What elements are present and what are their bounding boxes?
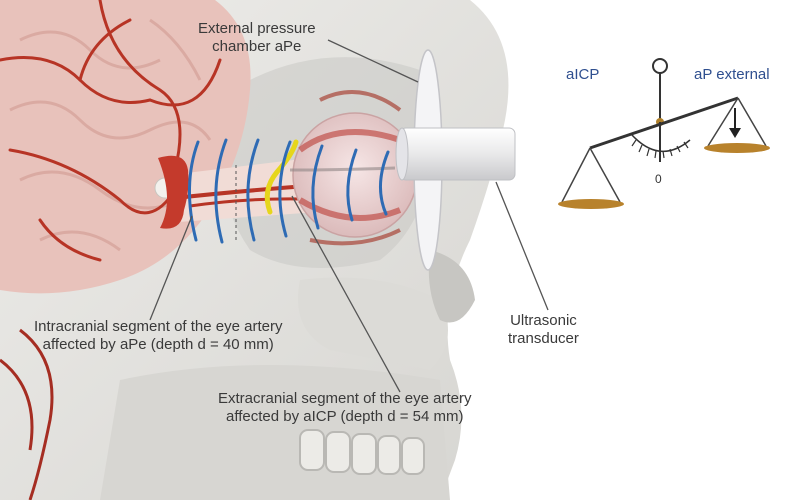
label-ultrasonic-transducer: Ultrasonic transducer [508,312,579,348]
label-line: affected by aICP (depth d = 54 mm) [218,408,471,426]
balance-right-label: aP external [694,66,770,84]
label-line: transducer [508,330,579,348]
balance-zero-mark: 0 [655,170,662,188]
label-line: Ultrasonic [508,312,579,330]
label-line: Intracranial segment of the eye artery [34,318,282,336]
label-external-pressure-chamber: External pressure chamber aPe [198,20,316,56]
label-line: chamber aPe [198,38,316,56]
balance-left-label: aICP [566,66,599,84]
label-line: Extracranial segment of the eye artery [218,390,471,408]
label-intracranial-segment: Intracranial segment of the eye artery a… [34,318,282,354]
label-line: affected by aPe (depth d = 40 mm) [34,336,282,354]
label-line: External pressure [198,20,316,38]
label-extracranial-segment: Extracranial segment of the eye artery a… [218,390,471,426]
